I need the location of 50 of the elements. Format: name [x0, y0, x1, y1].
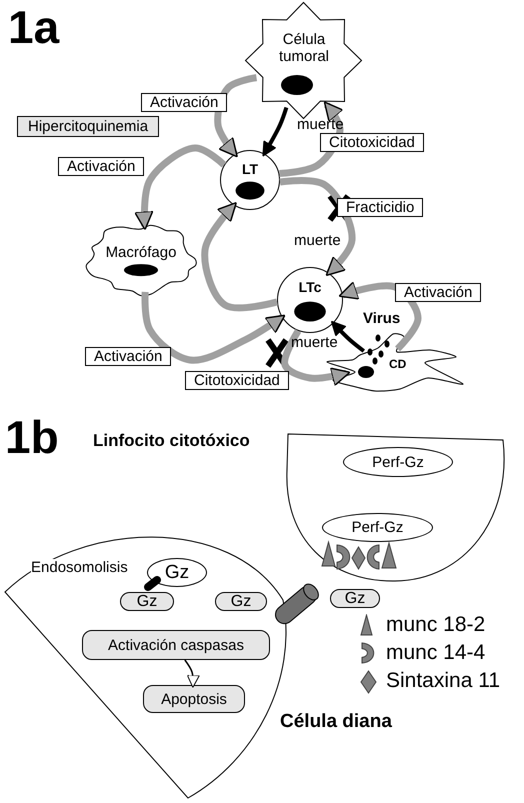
- panel-label: 1b: [5, 414, 59, 460]
- molecule-label: Gz: [164, 563, 190, 582]
- cell-label: Célula tumoral: [278, 32, 330, 65]
- edge-label: Activación: [395, 283, 482, 302]
- legend-text: munc 14-4: [386, 641, 486, 664]
- cell-title: Célula diana: [280, 712, 392, 733]
- molecule-label: Perf-Gz: [352, 520, 404, 535]
- molecule-label: Gz: [230, 594, 252, 610]
- legend-text: Sintaxina 11: [386, 669, 500, 692]
- tumor-cell: [245, 2, 362, 119]
- edge-label: Activación: [141, 93, 228, 112]
- molecule-label: Apoptosis: [161, 692, 227, 706]
- arrow: [134, 144, 226, 230]
- arrow: [142, 292, 286, 364]
- arrow: [330, 320, 365, 353]
- arrow: [201, 202, 278, 312]
- molecule-pill: [143, 685, 245, 713]
- molecule-label: Perf-Gz: [372, 454, 424, 470]
- lymphocyte-cell: [277, 267, 343, 333]
- note-label: Hipercitoquinemia: [17, 116, 160, 137]
- lymphocyte-cell: [220, 150, 280, 210]
- cell-label: LT: [240, 162, 260, 178]
- edge-label: Activación: [85, 347, 172, 366]
- molecule-label: Gz: [344, 590, 366, 606]
- edge-label: muerte: [291, 334, 338, 351]
- cell-title: Linfocito citotóxico: [93, 432, 250, 451]
- arrow: [184, 660, 200, 688]
- arrow: [338, 281, 422, 352]
- edge-label: Fracticidio: [337, 198, 424, 217]
- legend-text: munc 18-2: [386, 613, 486, 636]
- molecule-pill: [82, 630, 270, 660]
- molecule-pill: [215, 592, 267, 611]
- molecule-label: Activación caspasas: [108, 638, 244, 652]
- virus-label: Virus: [363, 311, 400, 328]
- annotation-text: muerte: [294, 232, 341, 249]
- edge-label: Citotoxicidad: [320, 133, 424, 152]
- arrow: [281, 329, 351, 386]
- cell-label: Macrófago: [104, 245, 178, 262]
- molecule-pill: [330, 589, 380, 608]
- arrow: [214, 74, 258, 158]
- macrophage-cell: [85, 222, 197, 296]
- cell-label: CD: [389, 358, 406, 372]
- molecule-pill: [120, 592, 174, 611]
- molecule-label: Gz: [136, 594, 158, 610]
- edge-label: Activación: [58, 157, 144, 176]
- edge-label: muerte: [297, 116, 344, 133]
- panel-label: 1a: [8, 4, 60, 50]
- cell-label: LTc: [298, 280, 322, 296]
- edge-label: Citotoxicidad: [185, 371, 289, 390]
- arrow: [279, 177, 356, 276]
